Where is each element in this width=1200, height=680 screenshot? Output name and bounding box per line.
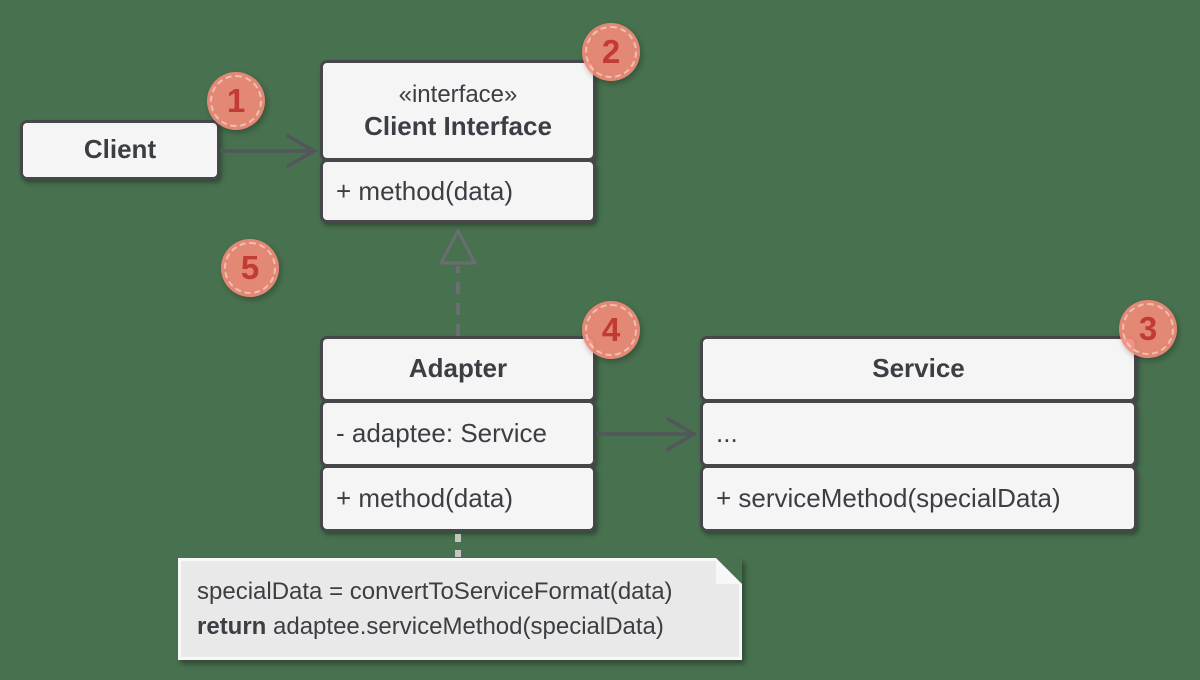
class-client-header: Client	[20, 120, 220, 180]
class-client-interface-header: «interface» Client Interface	[320, 60, 596, 161]
class-title: Client	[83, 134, 157, 165]
step-badge-2: 2	[582, 23, 640, 81]
note-code-line: specialData = convertToServiceFormat(dat…	[197, 578, 673, 605]
class-service: Service ... + serviceMethod(specialData)	[700, 336, 1137, 532]
association-service-arrowhead-icon	[666, 417, 698, 451]
association-client-arrowhead-icon	[286, 134, 318, 168]
class-adapter: Adapter - adaptee: Service + method(data…	[320, 336, 596, 532]
class-title: Adapter	[408, 353, 508, 384]
step-badge-3: 3	[1119, 300, 1177, 358]
class-adapter-header: Adapter	[320, 336, 596, 402]
note-code-line: return adaptee.serviceMethod(specialData…	[197, 609, 739, 644]
member-row: ...	[700, 400, 1137, 467]
member-row: + method(data)	[320, 465, 596, 532]
class-service-header: Service	[700, 336, 1137, 402]
note-return-keyword: return	[197, 613, 267, 640]
member-row: - adaptee: Service	[320, 400, 596, 467]
step-badge-1: 1	[207, 72, 265, 130]
class-client: Client	[20, 120, 220, 180]
code-note: specialData = convertToServiceFormat(dat…	[178, 558, 742, 660]
class-client-interface: «interface» Client Interface + method(da…	[320, 60, 596, 223]
class-title: Service	[872, 353, 965, 384]
note-code-rest: adaptee.serviceMethod(specialData)	[266, 613, 664, 640]
class-title: Client Interface	[364, 110, 552, 141]
step-badge-4: 4	[582, 301, 640, 359]
note-folded-corner-icon	[716, 558, 742, 584]
realization-triangle-icon	[439, 229, 477, 265]
step-badge-5: 5	[221, 239, 279, 297]
stereotype-label: «interface»	[398, 81, 518, 109]
member-row: + serviceMethod(specialData)	[700, 465, 1137, 532]
member-row: + method(data)	[320, 159, 596, 223]
